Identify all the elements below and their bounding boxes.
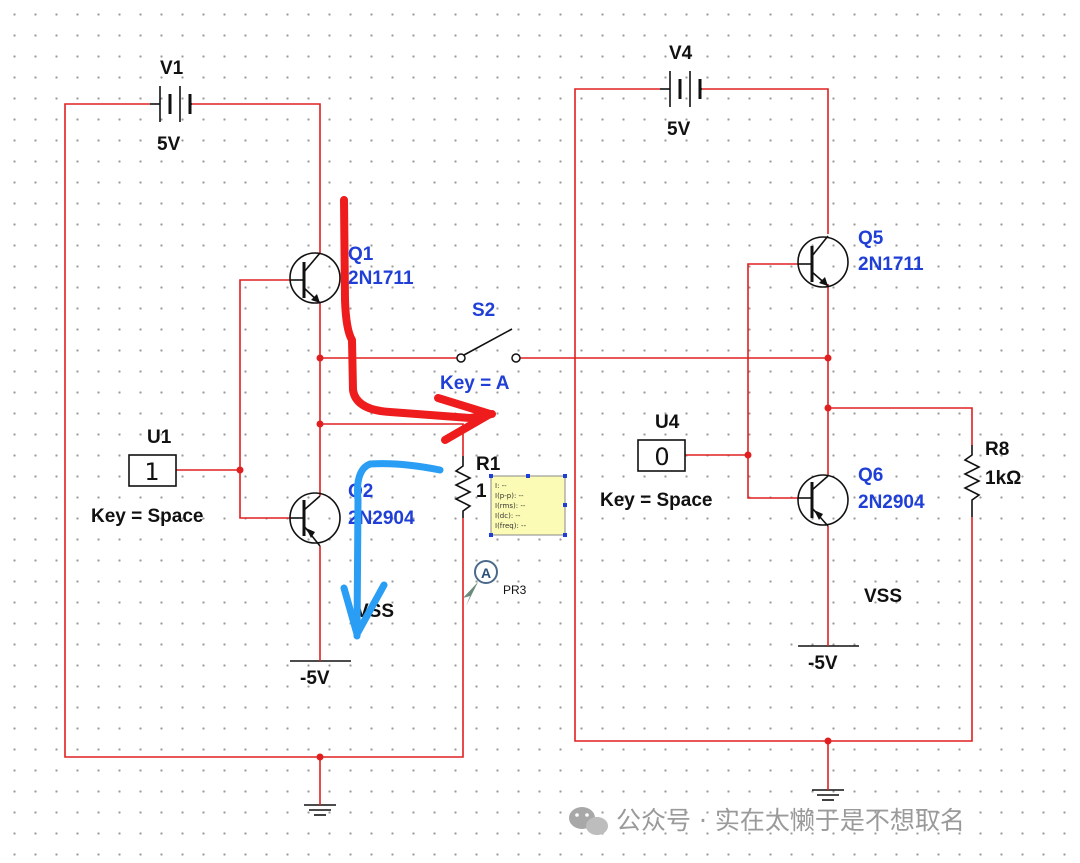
blue-current-arrow [340, 460, 444, 640]
vss-right-label: VSS [864, 586, 902, 607]
red-current-arrow [340, 196, 496, 444]
u4-key: Key = Space [600, 490, 713, 511]
u1-value: 1 [144, 458, 159, 486]
digit-u1[interactable]: 1 [128, 454, 177, 487]
q6-name: Q6 [858, 465, 883, 486]
digit-u4[interactable]: 0 [637, 439, 686, 472]
transistor-q1[interactable] [289, 252, 341, 304]
probe-reading-idc: I(dc): -- [495, 512, 521, 520]
probe-reading-ipp: I(p-p): -- [495, 492, 524, 500]
resistor-r8[interactable] [963, 445, 981, 517]
ground-right-icon [812, 778, 844, 801]
r1-name: R1 [476, 454, 501, 475]
vss-left-value: -5V [300, 668, 330, 689]
resistor-r1[interactable] [454, 456, 472, 518]
left-wires [64, 103, 828, 790]
q5-model: 2N1711 [858, 254, 924, 275]
probe-reading-i: I: -- [495, 482, 507, 490]
q2-model: 2N2904 [348, 508, 415, 529]
watermark-text: 公众号 · 实在太懒于是不想取名 [616, 806, 965, 835]
probe-symbol: A [481, 565, 491, 581]
u4-value: 0 [654, 443, 669, 471]
u1-name: U1 [147, 427, 172, 448]
probe-name: PR3 [503, 583, 527, 597]
s2-key: Key = A [440, 373, 510, 394]
u1-key: Key = Space [91, 506, 204, 527]
transistor-q2[interactable] [289, 492, 341, 547]
battery-v4[interactable] [660, 71, 702, 107]
r8-name: R8 [985, 439, 1009, 460]
probe-readout-box[interactable]: I: -- I(p-p): -- I(rms): -- I(dc): -- I(… [489, 474, 567, 537]
vss-left-symbol [290, 632, 351, 662]
ground-left-icon [304, 790, 336, 816]
probe-reading-irms: I(rms): -- [495, 502, 526, 510]
transistor-q5[interactable] [797, 235, 849, 288]
vss-right-value: -5V [808, 653, 838, 674]
q1-name: Q1 [348, 244, 374, 265]
wechat-icon [569, 807, 608, 835]
s2-name: S2 [472, 300, 495, 321]
r8-value: 1kΩ [985, 468, 1021, 489]
q6-model: 2N2904 [858, 492, 925, 513]
probe-pr3[interactable]: A [463, 560, 498, 606]
v1-value: 5V [157, 134, 181, 155]
battery-v1[interactable] [150, 86, 192, 122]
junction-dots [236, 354, 832, 761]
v4-name: V4 [669, 43, 693, 64]
vss-right-symbol [798, 617, 859, 647]
right-wires [574, 88, 973, 778]
q5-name: Q5 [858, 228, 884, 249]
r1-value: 1 [476, 481, 487, 502]
q1-model: 2N1711 [348, 268, 414, 289]
v4-value: 5V [667, 119, 691, 140]
v1-name: V1 [160, 58, 184, 79]
switch-s2[interactable] [456, 328, 521, 363]
u4-name: U4 [655, 412, 680, 433]
probe-reading-ifreq: I(freq): -- [495, 522, 527, 530]
transistor-q6[interactable] [797, 474, 849, 527]
